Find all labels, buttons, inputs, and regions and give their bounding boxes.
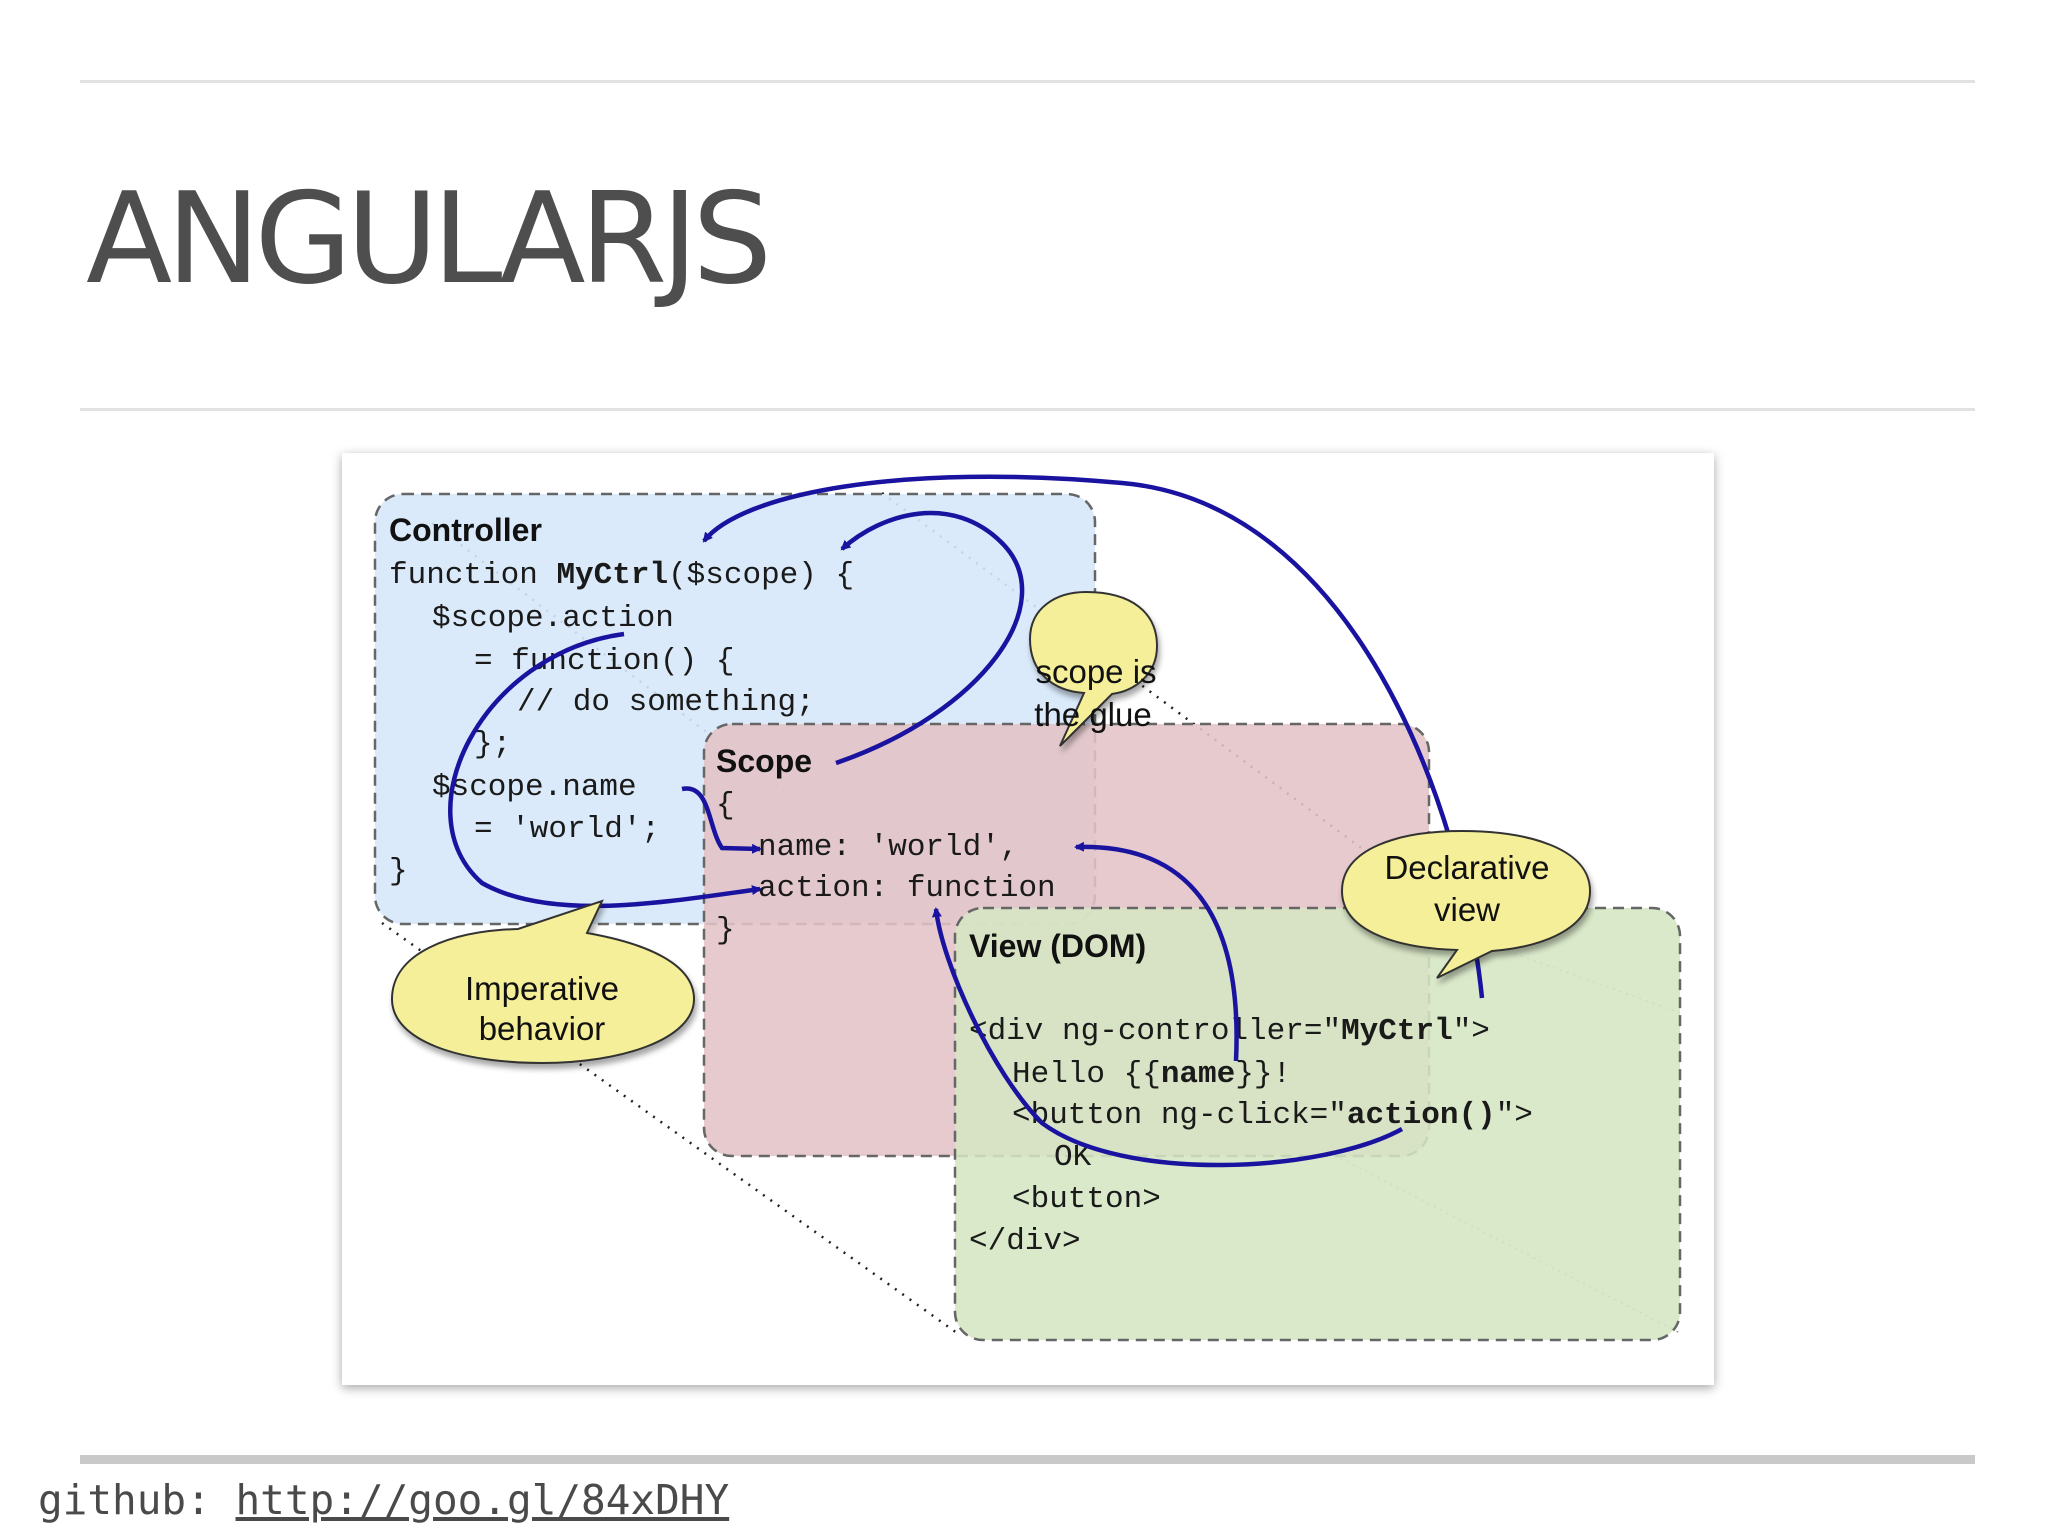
controller-code-line-3: = function() { [474, 644, 734, 679]
controller-code-line-2: $scope.action [432, 601, 674, 636]
arrow-view-to-controller-name [702, 474, 1485, 999]
bubble-declarative-view [1340, 829, 1592, 979]
view-code-line-3: <button ng-click="action()"> [1012, 1098, 1533, 1133]
glue-text-line-2: the glue [1034, 696, 1151, 733]
arrow-view-name-to-scope [1074, 841, 1239, 1062]
bottom-divider [80, 1455, 1975, 1464]
controller-code-line-4: // do something; [517, 685, 815, 720]
bubble-scope-is-the-glue [1028, 590, 1159, 747]
footer: github: http://goo.gl/84xDHY [38, 1476, 729, 1524]
view-panel [953, 906, 1682, 1342]
bubble-imperative-behavior [390, 899, 696, 1065]
flow-arrows [448, 474, 1485, 1168]
view-code-line-6: </div> [969, 1224, 1081, 1259]
arrow-name-to-scope [681, 786, 762, 854]
view-code-line-5: <button> [1012, 1182, 1161, 1217]
controller-label: Controller [389, 512, 542, 548]
declarative-text-line-1: Declarative [1384, 849, 1549, 886]
controller-code-line-7: = 'world'; [474, 812, 660, 847]
controller-code-line-5: }; [474, 727, 511, 762]
scope-code-line-3: action: function [758, 871, 1056, 906]
angularjs-diagram: Controller function MyCtrl($scope) { $sc… [342, 453, 1714, 1385]
imperative-text-line-2: behavior [479, 1010, 606, 1047]
view-label: View (DOM) [969, 928, 1146, 964]
arrow-view-action-to-scope [931, 907, 1404, 1168]
view-code-line-1: <div ng-controller="MyCtrl"> [969, 1014, 1490, 1049]
controller-code-line-6: $scope.name [432, 770, 637, 805]
footer-prefix: github: [38, 1476, 236, 1524]
scope-label: Scope [716, 743, 812, 779]
controller-code-line-1: function MyCtrl($scope) { [389, 558, 854, 593]
title-divider [80, 408, 1975, 411]
github-link[interactable]: http://goo.gl/84xDHY [235, 1476, 730, 1524]
arrow-scope-to-controller-param [835, 510, 1025, 766]
imperative-text-line-1: Imperative [465, 970, 619, 1007]
scope-code-line-1: { [716, 788, 735, 823]
view-code-line-2: Hello {{name}}! [1012, 1057, 1291, 1092]
declarative-text-line-2: view [1434, 891, 1500, 928]
diagram-canvas: Controller function MyCtrl($scope) { $sc… [373, 474, 1682, 1342]
arrow-action-to-scope [448, 631, 762, 909]
controller-code-line-8: } [389, 854, 408, 889]
slide-title: ANGULARJS [86, 165, 772, 312]
scope-code-line-2: name: 'world', [758, 830, 1018, 865]
top-divider [80, 80, 1975, 83]
scope-code-line-4: } [716, 913, 735, 948]
glue-text-line-1: scope is [1035, 653, 1156, 690]
